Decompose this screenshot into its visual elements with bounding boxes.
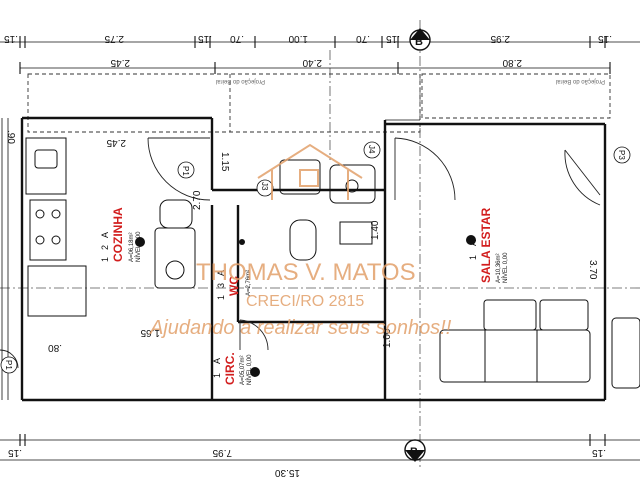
- dim-top-2: 2.75: [104, 33, 124, 44]
- windows: [1, 118, 420, 400]
- svg-text:1: 1: [212, 373, 222, 378]
- watermark-house-icon: [257, 143, 363, 200]
- dim-top-3: .15: [198, 33, 212, 44]
- door-tag-p1-circ: P1: [4, 360, 13, 370]
- room-circ-label: CIRC. A=05,07m² NÍVEL 0,00 1 A: [212, 352, 253, 385]
- wc-cistern: [279, 159, 321, 195]
- door-swings: [0, 137, 601, 369]
- top-dims-row2: 2.45 2.40 2.80: [110, 57, 522, 68]
- dim-circ-depth: 1.00: [382, 328, 393, 348]
- window-tag-j3: J3: [260, 182, 269, 191]
- dim-bottom-total: 15.30: [275, 467, 300, 478]
- svg-text:A: A: [100, 232, 110, 238]
- armchair: [611, 317, 640, 389]
- svg-text:2: 2: [100, 245, 110, 250]
- bottom-dims: .15 7.95 .15 15.30: [8, 447, 606, 478]
- svg-text:1: 1: [468, 255, 478, 260]
- section-letter-top: B: [415, 36, 423, 48]
- dim-top-4: .70: [230, 33, 244, 44]
- section-marker-bottom: B: [404, 439, 426, 462]
- fridge: [27, 265, 87, 317]
- dim-top-6: .70: [356, 33, 370, 44]
- svg-text:1: 1: [100, 257, 110, 262]
- living-sofas: [439, 299, 640, 389]
- dim-top-8: 2.95: [490, 33, 510, 44]
- watermark-name: THOMAS V. MATOS: [196, 259, 416, 286]
- svg-text:NÍVEL 0,00: NÍVEL 0,00: [502, 252, 509, 283]
- dim-top-9: .15: [598, 33, 612, 44]
- door-tag-p1-kitchen: P1: [181, 166, 190, 176]
- svg-text:A=05,07m²: A=05,07m²: [240, 355, 246, 385]
- svg-text:A=10,36m²: A=10,36m²: [496, 253, 502, 283]
- watermark-tagline: Ajudando a realizar seus sonhos!!: [149, 317, 452, 339]
- dim-top2-2: 2.40: [302, 57, 322, 68]
- section-marker-top: B: [409, 28, 431, 51]
- dim-bottom-3: .15: [592, 447, 606, 458]
- kitchen-fixtures: [25, 137, 196, 317]
- beam-projection-label-1: Projeção do Beiral: [216, 78, 265, 84]
- svg-text:NÍVEL 0,00: NÍVEL 0,00: [246, 354, 253, 385]
- kitchen-sink: [25, 137, 67, 195]
- wc-sink: [329, 164, 376, 204]
- dimension-lines: [0, 36, 640, 461]
- svg-text:A: A: [216, 270, 226, 276]
- chair: [159, 199, 193, 229]
- dim-top-5: 1.00: [288, 33, 308, 44]
- svg-text:3: 3: [216, 283, 226, 288]
- top-dims-row1: .15 2.75 .15 .70 1.00 .70 .15 2.95 .15: [4, 33, 612, 44]
- dim-kitchen-depth: 2.70: [192, 190, 203, 210]
- dim-bottom-1: .15: [8, 447, 22, 458]
- dim-kitchen-width: 2.45: [106, 137, 126, 148]
- dim-wc-depth: 1.40: [370, 220, 381, 240]
- svg-text:COZINHA: COZINHA: [111, 207, 125, 262]
- dim-top2-3: 2.80: [502, 57, 522, 68]
- dim-top-1: .15: [4, 33, 18, 44]
- svg-text:A=06,18m²: A=06,18m²: [129, 232, 135, 262]
- svg-text:CIRC.: CIRC.: [223, 352, 237, 385]
- room-wc-label: WC A=2,76m² 1 3 A: [216, 270, 252, 300]
- watermark: THOMAS V. MATOS CRECI/RO 2815 Ajudando a…: [149, 143, 452, 339]
- dim-top2-1: 2.45: [110, 57, 130, 68]
- svg-text:1: 1: [216, 295, 226, 300]
- beam-projection-label-2: Projeção do Beiral: [556, 78, 605, 84]
- stove: [29, 199, 67, 261]
- dim-top-7: .15: [386, 33, 400, 44]
- room-kitchen-label: COZINHA A=06,18m² NÍVEL 0,00 1 2 A: [100, 207, 142, 262]
- roof-projection: [27, 73, 611, 133]
- door-tag-p3: P3: [617, 150, 626, 160]
- dim-wc-height: 1.15: [219, 152, 230, 172]
- level-markers: [135, 235, 476, 377]
- dim-counter: 1.65: [140, 327, 160, 338]
- svg-text:A: A: [212, 358, 222, 364]
- dim-living-depth: 3.70: [587, 260, 598, 280]
- inner-dims: 2.45 .90 2.70 1.15 1.40 1.65 .80 3.70 1.…: [5, 130, 598, 353]
- dim-circ-width: .80: [48, 342, 62, 353]
- watermark-creci: CRECI/RO 2815: [246, 293, 364, 310]
- dining-table: [154, 227, 196, 289]
- dim-bottom-2: 7.95: [212, 447, 232, 458]
- door-tags: P1 P1 P3 J3 J4: [0, 141, 631, 374]
- svg-text:WC: WC: [227, 276, 241, 296]
- svg-text:A=2,76m²: A=2,76m²: [246, 270, 252, 296]
- dim-left: .90: [5, 130, 16, 144]
- axis-lines: [0, 20, 640, 470]
- section-letter-bottom: B: [410, 446, 418, 458]
- sofa-3-seat: [439, 329, 591, 383]
- toilet: [289, 219, 317, 261]
- window-tag-j4: J4: [367, 145, 376, 154]
- svg-text:SALA ESTAR: SALA ESTAR: [479, 207, 493, 283]
- room-living-label: SALA ESTAR A=10,36m² NÍVEL 0,00 1 A: [468, 207, 509, 283]
- wc-fixtures: [279, 159, 376, 261]
